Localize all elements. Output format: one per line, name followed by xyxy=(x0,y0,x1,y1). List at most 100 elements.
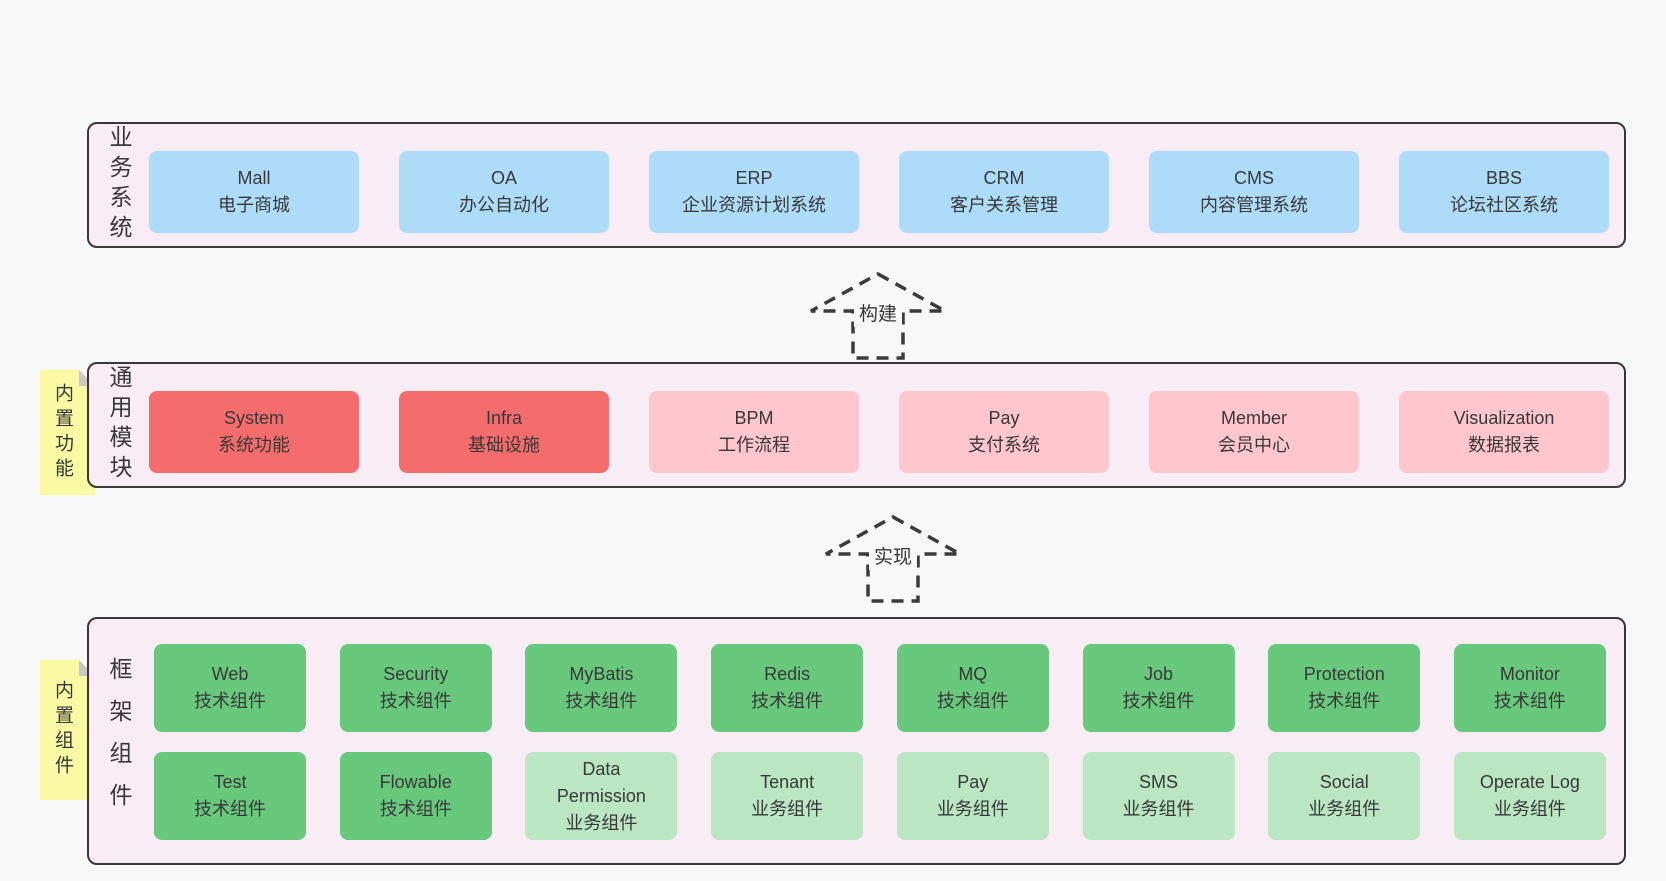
box-title: MQ xyxy=(958,664,988,684)
box-sms: SMS 业务组件 xyxy=(1082,752,1235,840)
box-title: Member xyxy=(1220,408,1287,428)
box-pay-component: Pay 业务组件 xyxy=(896,752,1049,840)
box-title: Flowable xyxy=(379,772,452,792)
box-subtitle: 技术组件 xyxy=(936,691,1009,711)
box-monitor: Monitor 技术组件 xyxy=(1453,644,1606,732)
box-subtitle: 数据报表 xyxy=(1468,435,1540,455)
sticky-note-builtin-features: 内置功能 xyxy=(40,370,95,495)
arrow-label: 实现 xyxy=(874,546,912,568)
box-title: Pay xyxy=(988,408,1020,428)
box-subtitle: 业务组件 xyxy=(565,812,638,833)
box-subtitle: 技术组件 xyxy=(751,691,824,711)
box-subtitle: 技术组件 xyxy=(565,691,638,711)
box-mybatis: MyBatis 技术组件 xyxy=(525,644,678,732)
box-title: Infra xyxy=(485,408,523,428)
box-title: Operate Log xyxy=(1479,772,1580,792)
box-subtitle: 业务组件 xyxy=(1308,799,1381,819)
box-title: CMS xyxy=(1234,168,1274,188)
box-redis: Redis 技术组件 xyxy=(711,644,864,732)
box-title: Tenant xyxy=(760,772,815,792)
box-title: Redis xyxy=(764,664,811,684)
box-subtitle: 会员中心 xyxy=(1218,435,1290,455)
sticky-note-builtin-components: 内置组件 xyxy=(40,660,95,800)
box-subtitle: 论坛社区系统 xyxy=(1450,195,1558,215)
sticky-note-label: 内置组件 xyxy=(52,680,73,780)
box-subtitle: 技术组件 xyxy=(1122,691,1195,711)
box-subtitle: 办公自动化 xyxy=(459,195,549,215)
box-row: System 系统功能 Infra 基础设施 BPM 工作流程 Pay 支付系统… xyxy=(149,391,1609,473)
box-security: Security 技术组件 xyxy=(339,644,492,732)
box-title: Data Permission xyxy=(556,758,646,806)
box-subtitle: 企业资源计划系统 xyxy=(682,195,826,215)
box-subtitle: 业务组件 xyxy=(936,799,1009,819)
box-social: Social 业务组件 xyxy=(1268,752,1421,840)
box-title: Social xyxy=(1319,772,1369,792)
box-subtitle: 业务组件 xyxy=(751,799,824,819)
box-subtitle: 技术组件 xyxy=(379,691,452,711)
panel-label: 框架组件 xyxy=(106,657,132,825)
box-title: Pay xyxy=(957,772,989,792)
box-title: Security xyxy=(383,664,449,684)
box-protection: Protection 技术组件 xyxy=(1268,644,1421,732)
box-subtitle: 电子商城 xyxy=(218,195,290,215)
box-title: Visualization xyxy=(1453,408,1555,428)
business-systems-panel: 业务系统 Mall 电子商城 OA 办公自动化 ERP 企业资源计划系统 CRM… xyxy=(87,122,1626,248)
box-title: System xyxy=(223,408,284,428)
box-subtitle: 技术组件 xyxy=(1493,691,1566,711)
build-arrow: 构建 xyxy=(808,271,948,361)
box-title: BPM xyxy=(734,408,774,428)
box-operate-log: Operate Log 业务组件 xyxy=(1453,752,1606,840)
box-title: SMS xyxy=(1139,772,1179,792)
box-title: Mall xyxy=(237,168,271,188)
box-tenant: Tenant 业务组件 xyxy=(711,752,864,840)
box-web: Web 技术组件 xyxy=(154,644,306,732)
common-modules-panel: 通用模块 System 系统功能 Infra 基础设施 BPM 工作流程 Pay… xyxy=(87,362,1626,488)
box-member: Member 会员中心 xyxy=(1149,391,1359,473)
box-erp: ERP 企业资源计划系统 xyxy=(649,151,859,233)
box-subtitle: 基础设施 xyxy=(468,435,540,455)
box-data-permission: Data Permission 业务组件 xyxy=(525,752,678,840)
box-subtitle: 系统功能 xyxy=(218,435,290,455)
box-subtitle: 客户关系管理 xyxy=(950,195,1058,215)
panel-label: 业务系统 xyxy=(106,125,132,245)
box-title: MyBatis xyxy=(569,664,634,684)
box-flowable: Flowable 技术组件 xyxy=(339,752,492,840)
box-subtitle: 业务组件 xyxy=(1122,799,1195,819)
box-subtitle: 工作流程 xyxy=(718,435,790,455)
box-subtitle: 业务组件 xyxy=(1493,799,1566,819)
dashed-up-arrow-icon: 实现 xyxy=(825,515,961,603)
box-subtitle: 技术组件 xyxy=(379,799,452,819)
box-visualization: Visualization 数据报表 xyxy=(1399,391,1609,473)
box-subtitle: 技术组件 xyxy=(1308,691,1381,711)
box-subtitle: 内容管理系统 xyxy=(1200,195,1308,215)
sticky-note-label: 内置功能 xyxy=(52,382,73,483)
box-title: Monitor xyxy=(1499,664,1560,684)
box-oa: OA 办公自动化 xyxy=(399,151,609,233)
box-mall: Mall 电子商城 xyxy=(149,151,359,233)
box-bbs: BBS 论坛社区系统 xyxy=(1399,151,1609,233)
box-infra: Infra 基础设施 xyxy=(399,391,609,473)
box-cms: CMS 内容管理系统 xyxy=(1149,151,1359,233)
framework-components-panel: 框架组件 Web 技术组件 Security 技术组件 MyBatis 技术组件… xyxy=(87,617,1626,865)
box-title: Job xyxy=(1144,664,1174,684)
box-system: System 系统功能 xyxy=(149,391,359,473)
box-subtitle: 技术组件 xyxy=(194,799,266,819)
box-job: Job 技术组件 xyxy=(1082,644,1235,732)
dashed-up-arrow-icon: 构建 xyxy=(810,272,946,360)
box-row: Test 技术组件 Flowable 技术组件 Data Permission … xyxy=(154,752,1606,840)
box-bpm: BPM 工作流程 xyxy=(649,391,859,473)
box-title: OA xyxy=(490,168,517,188)
box-crm: CRM 客户关系管理 xyxy=(899,151,1109,233)
box-row: Mall 电子商城 OA 办公自动化 ERP 企业资源计划系统 CRM 客户关系… xyxy=(149,151,1609,233)
panel-label: 通用模块 xyxy=(106,365,132,485)
box-title: Protection xyxy=(1303,664,1385,684)
box-test: Test 技术组件 xyxy=(154,752,306,840)
box-title: CRM xyxy=(983,168,1025,188)
box-title: BBS xyxy=(1485,168,1523,188)
box-pay-system: Pay 支付系统 xyxy=(899,391,1109,473)
box-row: Web 技术组件 Security 技术组件 MyBatis 技术组件 Redi… xyxy=(154,644,1606,732)
box-subtitle: 支付系统 xyxy=(968,435,1040,455)
box-title: ERP xyxy=(735,168,773,188)
box-subtitle: 技术组件 xyxy=(194,691,266,711)
box-mq: MQ 技术组件 xyxy=(896,644,1049,732)
